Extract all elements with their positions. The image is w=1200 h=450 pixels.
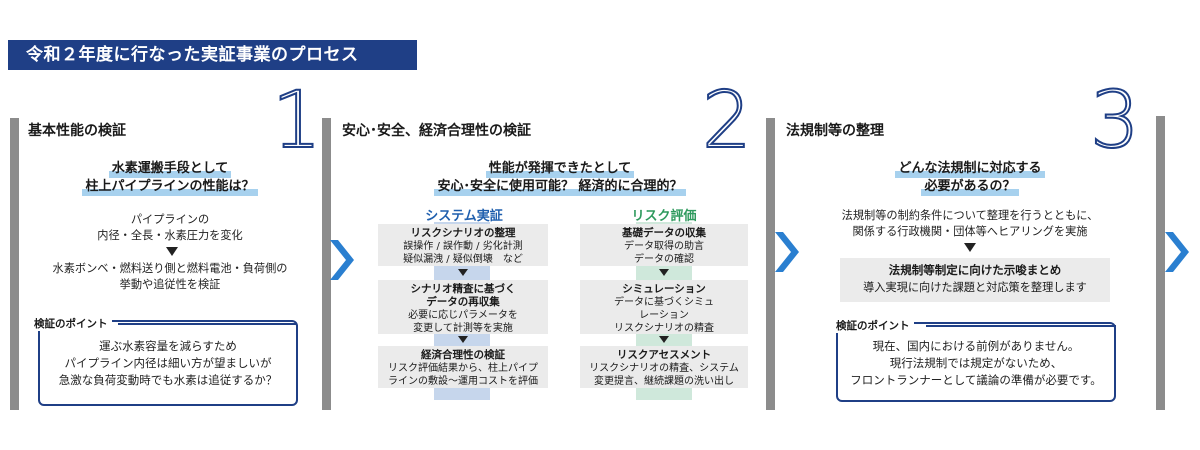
- section3-point-line: [926, 325, 1116, 327]
- system-step-1: リスクシナリオの整理 誤操作 / 誤作動 / 劣化計測 疑似漏洩 / 疑似倒壊 …: [378, 224, 548, 266]
- section1-point-line: [118, 323, 296, 325]
- section2-question: 性能が発揮できたとして 安心･安全に使用可能？ 経済的に合理的？: [380, 160, 740, 196]
- down-triangle-icon: [166, 247, 178, 256]
- section1-question: 水素運搬手段として 柱上パイプラインの性能は？: [20, 160, 320, 196]
- end-bar: [1156, 116, 1165, 410]
- section1-point-box: 運ぶ水素容量を減らすため パイプライン内径は細い方が望ましいが 急激な負荷変動時…: [38, 320, 298, 406]
- risk-step-2: シミュレーション データに基づくシミュ レーション リスクシナリオの精査: [580, 280, 748, 334]
- system-title: システム実証: [425, 209, 503, 224]
- chevron-right-icon: [775, 232, 799, 272]
- system-step-3: 経済合理性の検証 リスク評価結果から、柱上パイプ ラインの敷設〜運用コストを評価: [378, 346, 548, 388]
- section3-number: 3: [1089, 76, 1141, 166]
- risk-step-1: 基礎データの収集 データ取得の助言 データの確認: [580, 224, 748, 266]
- section1-point-label: 検証のポイント: [30, 316, 112, 331]
- section3-bar: [766, 118, 775, 410]
- section1-desc2: 水素ボンベ・燃料送り側と燃料電池・負荷側の 挙動や追従性を検証: [52, 262, 288, 291]
- section3-desc1: 法規制等の制約条件について整理を行うとともに、 関係する行政機関・団体等へヒアリ…: [841, 209, 1099, 238]
- section1-heading: 基本性能の検証: [28, 123, 126, 139]
- risk-step-3: リスクアセスメント リスクシナリオの精査、システム 変更提言、継続課題の洗い出し: [580, 346, 748, 388]
- down-triangle-icon: [458, 336, 468, 343]
- system-step-2: シナリオ精査に基づく データの再収集 必要に応じパラメータを 変更して計測等を実…: [378, 280, 548, 334]
- section3-point-label: 検証のポイント: [832, 318, 914, 333]
- down-triangle-icon: [458, 269, 468, 276]
- section1-number: 1: [271, 76, 323, 166]
- section1-bar: [10, 118, 19, 410]
- down-triangle-icon: [659, 269, 669, 276]
- down-triangle-icon: [964, 243, 976, 252]
- section3-question: どんな法規制に対応する 必要があるの？: [820, 160, 1120, 196]
- chevron-right-icon: [1165, 232, 1189, 272]
- section3-summary-box: 法規制等制定に向けた示唆まとめ 導入実現に向けた課題と対応策を整理します: [840, 258, 1110, 302]
- chevron-right-icon: [330, 240, 354, 280]
- page-title: 令和２年度に行なった実証事業のプロセス: [8, 40, 417, 70]
- section2-number: 2: [701, 76, 753, 166]
- down-triangle-icon: [659, 336, 669, 343]
- risk-title: リスク評価: [631, 209, 697, 224]
- section2-heading: 安心･安全、経済合理性の検証: [342, 123, 531, 139]
- section3-point-box: 現在、国内における前例がありません。 現行法規制では規定がないため、 フロントラ…: [836, 322, 1116, 402]
- section2-bar: [322, 118, 331, 410]
- section1-desc1: パイプラインの 内径・全長・水素圧力を変化: [97, 213, 243, 242]
- section3-heading: 法規制等の整理: [786, 123, 884, 139]
